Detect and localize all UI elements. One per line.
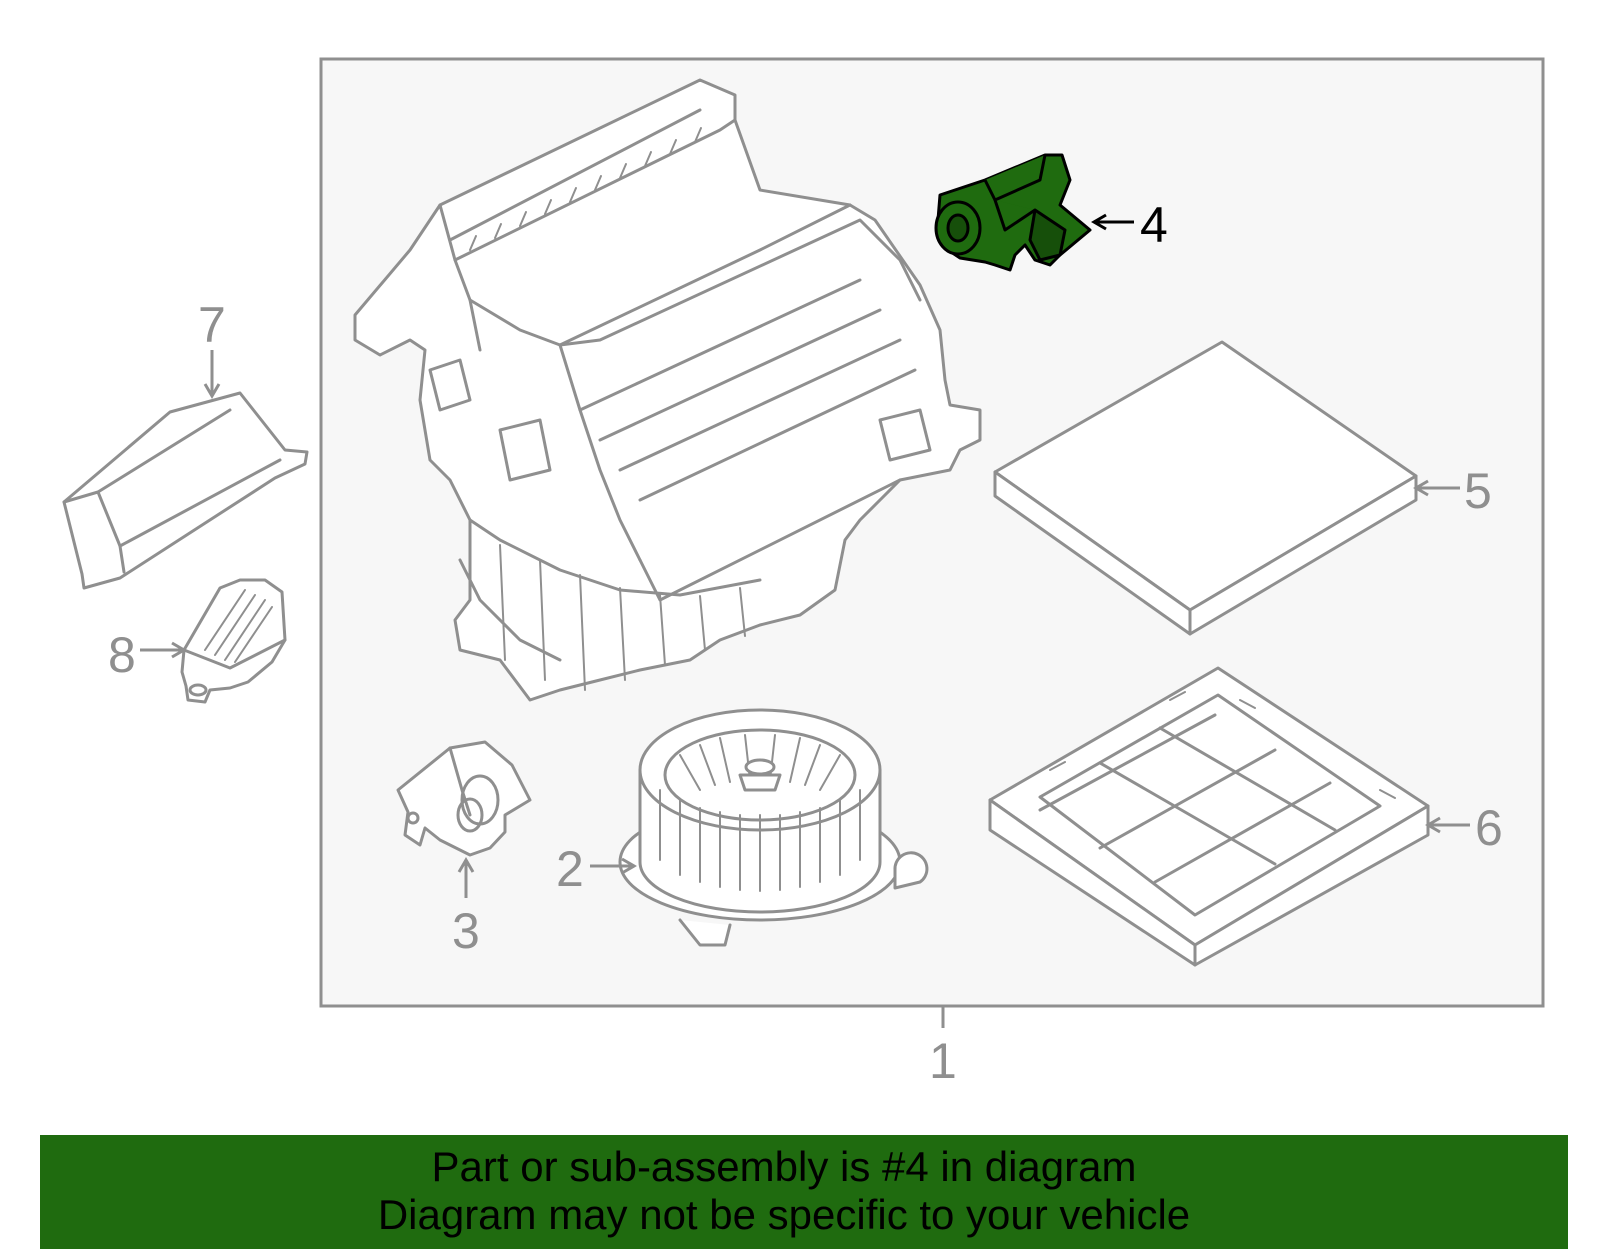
part-filter-frame[interactable] bbox=[988, 666, 1430, 967]
callout-4-arrowhead bbox=[1091, 213, 1107, 231]
callout-2-arrowhead bbox=[621, 857, 637, 875]
part-blower-motor[interactable] bbox=[618, 708, 929, 947]
part-actuator-4-highlighted[interactable] bbox=[934, 153, 1092, 272]
callout-6-arrowhead bbox=[1425, 816, 1441, 834]
callout-7[interactable]: 7 bbox=[198, 297, 226, 353]
callout-4[interactable]: 4 bbox=[1140, 197, 1168, 253]
callout-3-arrowhead bbox=[457, 857, 475, 873]
part-sensor[interactable] bbox=[180, 578, 287, 704]
callout-1[interactable]: 1 bbox=[929, 1033, 957, 1089]
callout-8[interactable]: 8 bbox=[108, 627, 136, 683]
part-actuator-3[interactable] bbox=[396, 740, 532, 857]
callout-2[interactable]: 2 bbox=[556, 841, 584, 897]
banner-line-1: Part or sub-assembly is #4 in diagram bbox=[431, 1143, 1137, 1190]
callout-8-arrowhead bbox=[171, 641, 187, 659]
info-banner: Part or sub-assembly is #4 in diagram Di… bbox=[40, 1135, 1568, 1249]
part-hvac-housing[interactable] bbox=[353, 78, 982, 702]
part-duct-cover[interactable] bbox=[62, 391, 309, 590]
callout-7-arrowhead bbox=[203, 383, 221, 399]
callout-3[interactable]: 3 bbox=[452, 903, 480, 959]
callout-6[interactable]: 6 bbox=[1475, 800, 1503, 856]
callout-5-arrowhead bbox=[1413, 479, 1429, 497]
banner-line-2: Diagram may not be specific to your vehi… bbox=[377, 1191, 1191, 1238]
callout-5[interactable]: 5 bbox=[1464, 463, 1492, 519]
part-cabin-filter[interactable] bbox=[993, 340, 1418, 636]
